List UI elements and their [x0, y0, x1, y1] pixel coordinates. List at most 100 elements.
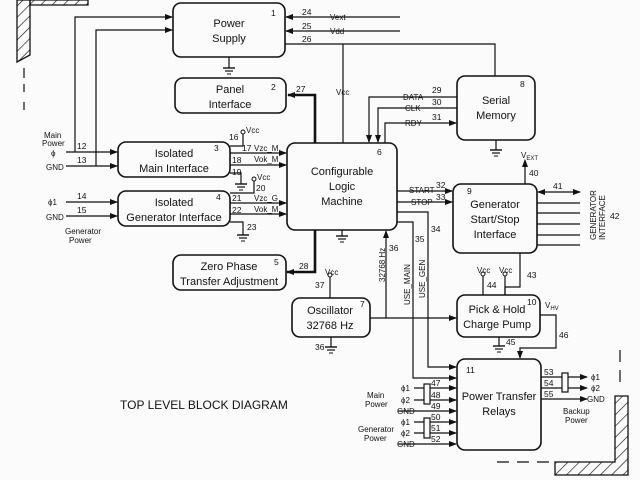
ref-number: 46 — [559, 330, 569, 340]
block-label: Pick & Hold — [469, 304, 526, 316]
label-vcc: Vcc — [257, 173, 270, 182]
block-label: Logic — [329, 181, 356, 193]
ref-number: 19 — [232, 167, 242, 177]
relay-contact-backup — [561, 372, 569, 393]
ref-number: 14 — [77, 191, 87, 201]
ref-number: 47 — [431, 378, 441, 388]
ref-number: 49 — [431, 401, 441, 411]
ref-number: 33 — [436, 192, 446, 202]
block-oscillator: 7 Oscillator 32768 Hz — [291, 297, 371, 354]
ref-number: 27 — [296, 84, 306, 94]
ref-number: 18 — [232, 155, 242, 165]
ref-number: 42 — [610, 211, 620, 221]
ref-number: 43 — [527, 270, 537, 280]
ref-number: 54 — [544, 378, 554, 388]
label-vok-m: Vok_M — [254, 205, 279, 214]
block-label: Relays — [482, 406, 516, 418]
block-label: Isolated — [155, 197, 194, 209]
ref-number: 17 — [242, 143, 252, 153]
label-main-power: Main — [367, 391, 384, 400]
label-gnd: GND — [397, 440, 415, 449]
ref-number: 26 — [302, 34, 312, 44]
block-number: 7 — [360, 299, 365, 309]
label-use-main: USE_MAIN — [403, 264, 412, 305]
block-label: Zero Phase — [201, 261, 258, 273]
label-data: DATA — [403, 93, 424, 102]
ref-number: 37 — [315, 280, 325, 290]
label-clk: CLK — [405, 104, 421, 113]
ref-number: 25 — [302, 21, 312, 31]
label-phi: ϕ — [51, 149, 56, 158]
block-label: Charge Pump — [463, 319, 531, 331]
ref-number: 53 — [544, 367, 554, 377]
ref-number: 15 — [77, 205, 87, 215]
label-generator-power: Power — [364, 434, 387, 443]
block-label: Serial — [482, 95, 510, 107]
block-label: Configurable — [311, 166, 373, 178]
ref-number: 34 — [431, 224, 441, 234]
label-vcc: Vcc — [477, 266, 490, 275]
label-vcc: Vcc — [336, 88, 349, 97]
label-vcc: Vcc — [246, 126, 259, 135]
ref-number: 12 — [77, 141, 87, 151]
ref-number: 45 — [506, 337, 516, 347]
block-power-supply: 1 Power Supply — [172, 2, 286, 75]
block-number: 6 — [377, 147, 382, 157]
ref-number: 32 — [436, 180, 446, 190]
ref-number: 31 — [432, 112, 442, 122]
relay-contact-main — [423, 383, 431, 405]
ref-number: 40 — [529, 168, 539, 178]
block-label: 32768 Hz — [306, 320, 353, 332]
ref-number: 36 — [315, 342, 325, 352]
block-label: Generator — [470, 199, 520, 211]
label-vzc-m: Vzc_M — [254, 144, 279, 153]
reference-numbers: 12 13 14 15 16 17 18 19 20 21 22 23 24 2… — [77, 7, 620, 444]
label-v-ext: VEXT — [521, 151, 538, 162]
ref-number: 36 — [389, 243, 399, 253]
ref-number: 51 — [431, 423, 441, 433]
label-gnd: GND — [46, 163, 64, 172]
block-number: 9 — [467, 186, 472, 196]
ref-number: 28 — [299, 261, 309, 271]
label-rdy: RDY — [405, 119, 423, 128]
label-start: START — [409, 186, 435, 195]
ref-number: 48 — [431, 390, 441, 400]
ref-number: 13 — [77, 155, 87, 165]
ref-number: 41 — [553, 181, 563, 191]
label-phi2: ϕ2 — [401, 396, 410, 405]
block-configurable-logic-machine: 6 Configurable Logic Machine — [286, 142, 398, 243]
block-label: Interface — [209, 99, 252, 111]
relay-contact-generator — [423, 417, 431, 439]
label-generator-interface: INTERFACE — [598, 195, 607, 240]
ref-number: 55 — [544, 389, 554, 399]
block-label: Interface — [474, 229, 517, 241]
block-panel-interface: 2 Panel Interface — [174, 77, 287, 114]
block-number: 3 — [214, 143, 219, 153]
wires — [66, 14, 588, 447]
block-label: Power Transfer — [462, 391, 537, 403]
label-main-power: Power — [42, 139, 65, 148]
label-vext: Vext — [330, 13, 346, 22]
ref-number: 52 — [431, 434, 441, 444]
label-gnd: GND — [46, 213, 64, 222]
label-phi1: ϕ1 — [401, 384, 410, 393]
ref-number: 16 — [229, 132, 239, 142]
ref-number: 50 — [431, 412, 441, 422]
block-number: 10 — [527, 297, 537, 307]
label-generator-power: Generator — [358, 425, 394, 434]
block-isolated-main-interface: 3 Isolated Main Interface — [117, 141, 231, 178]
label-vok-m: Vok_M — [254, 155, 279, 164]
label-main-power: Power — [365, 400, 388, 409]
block-label: Transfer Adjustment — [180, 276, 278, 288]
ref-number: 30 — [432, 97, 442, 107]
block-label: Main Interface — [139, 163, 209, 175]
wall-bottom-right — [497, 350, 629, 476]
block-charge-pump: 10 Pick & Hold Charge Pump — [456, 294, 541, 353]
label-phi1: ϕ1 — [401, 418, 410, 427]
ref-number: 23 — [247, 222, 257, 232]
block-label: Isolated — [155, 148, 194, 160]
block-label: Memory — [476, 110, 516, 122]
ref-number: 24 — [302, 7, 312, 17]
label-phi2: ϕ2 — [591, 384, 600, 393]
